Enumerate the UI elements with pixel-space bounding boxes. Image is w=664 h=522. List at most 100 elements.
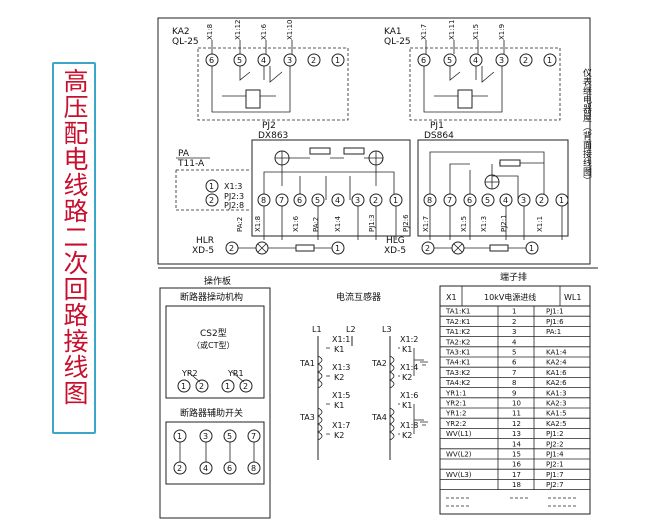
ct-ta3-t2: X1:7 [332,421,350,430]
meter-pj2-model: DX863 [258,131,288,141]
relay-ka2-pin-2: 5 [237,56,242,65]
ct-ta2-k2: K2 [402,373,412,382]
relay-ka1-model: QL-25 [384,37,411,47]
terminal-row-left: TA1:K1 [445,308,470,316]
relay-ka1: KA1 QL-25 X1:7 X1:11 X1:5 X1:9 6 5 4 3 2… [384,19,561,121]
ct-ta3-t1: X1:5 [332,391,350,400]
coil-yr1-name: YR1 [227,369,244,378]
relay-ka2-outline [197,47,349,121]
terminal-row-right: KA2:3 [546,400,567,408]
meter-pj2-pin-8: 1 [393,196,398,205]
terminal-row-right: PJ2:2 [546,440,564,448]
mechanism-title: 断路器操动机构 [180,291,243,303]
terminal-row-left: TA3:K1 [445,349,470,357]
terminal-row-number: 11 [512,410,521,418]
terminal-row-left: TA4:K2 [445,379,470,387]
terminal-block-frame [439,285,591,515]
relay-ka1-term-4: X1:9 [498,24,506,40]
meter-pj2-pin-6: 3 [355,196,360,205]
terminal-header-left: X1 [446,293,457,302]
ct-ta4-k2: K2 [402,431,412,440]
ct-title: 电流互感器 [336,291,381,303]
terminal-row-left: YR1:1 [445,389,466,397]
terminal-header-right: WL1 [564,293,581,302]
operation-panel-frame [159,287,271,519]
meter-pj1-term-3: X1:5 [460,216,468,232]
ct-ta1-t2: X1:3 [332,363,350,372]
terminal-row-right: KA2:5 [546,420,567,428]
relay-ka2-term-1: X1:8 [206,24,214,40]
terminal-row-left: TA3:K2 [445,369,470,377]
meter-pj1: PJ1 DS864 8 7 6 5 4 3 2 1 PJ2:6 X1:7 X1:… [402,121,569,240]
cs-label: CS2型 [200,328,227,339]
relay-ka2-term-4: X1:10 [286,19,294,40]
terminal-row-number: 9 [512,389,516,397]
ammeter-ref-2: PJ2:3 [224,192,244,201]
lamp-hlg-model: XD-5 [384,246,406,256]
ammeter-pa: PA T11-A 1 2 X1:3 PJ2:3 PJ2:8 [175,149,250,211]
relay-ka2-pin-6: 1 [335,56,340,65]
terminal-row-left: WV(L2) [446,451,472,459]
relay-ka1-pin-5: 2 [523,56,528,65]
aux-bottom-2: 4 [203,464,208,473]
ct-ta1-k2: K2 [334,373,344,382]
meter-pj2-pin-3: 6 [297,196,302,205]
aux-bottom-4: 8 [251,464,256,473]
meter-pj2-term-4: PA:2 [312,217,320,232]
lamp-hlr-model: XD-5 [192,246,214,256]
aux-top-4: 7 [251,432,256,441]
terminal-row-left: WV(L1) [446,430,472,438]
terminal-row-number: 3 [512,328,516,336]
meter-pj1-pin-4: 5 [485,196,490,205]
meter-pj1-pin-5: 4 [503,196,508,205]
ammeter-pa-name: PA [178,149,190,159]
operation-panel: 操作板 断路器操动机构 CS2型 （或CT型） YR2 YR1 1 2 1 2 … [159,275,271,519]
aux-switch-title: 断路器辅助开关 [180,407,243,419]
title-box: 高压配电线路二次回路接线图 [52,62,96,434]
diagram-title: 高压配电线路二次回路接线图 [60,68,89,406]
terminal-row-right: KA2:6 [546,379,567,387]
meter-pj2-pin-2: 7 [279,196,284,205]
lamp-hlr: HLR XD-5 2 1 [192,236,345,256]
terminal-row-number: 13 [512,430,521,438]
relay-ka2-model: QL-25 [172,37,199,47]
ct-ta4-t1: X1:6 [400,391,418,400]
upper-frame [157,17,591,265]
lamp-hlr-name: HLR [196,236,214,246]
meter-pj1-pin-3: 6 [467,196,472,205]
terminal-row-right: PJ1:4 [546,451,564,459]
meter-pj2-term-3: X1:6 [292,215,300,232]
terminal-row-number: 5 [512,349,516,357]
ammeter-pin-2: 2 [209,196,214,205]
relay-ka1-pin-6: 1 [547,56,552,65]
meter-pj2-pin-7: 2 [373,196,378,205]
meter-pj1-pin-8: 1 [559,196,564,205]
ct-phase-l2: L2 [346,325,356,334]
terminal-row-right: KA2:4 [546,359,567,367]
terminal-row-right: PA:1 [546,328,561,336]
terminal-row-right: PJ1:6 [546,318,564,326]
meter-pj2-pin-5: 4 [335,196,340,205]
ammeter-ref-1: X1:3 [224,182,242,191]
meter-pj2-term-1: PA:2 [236,217,244,232]
relay-ka2-pin-4: 3 [287,56,292,65]
terminal-row-left: YR1:2 [445,410,466,418]
meter-pj1-term-5: PJ2:1 [500,214,508,232]
relay-ka1-outline [409,47,561,121]
ct-ta4-t2: X1:8 [400,421,418,430]
meter-pj2-name: PJ2 [262,121,276,131]
ammeter-ref-3: PJ2:8 [224,201,244,210]
aux-top-1: 1 [177,432,182,441]
relay-ka2-pin-1: 6 [209,56,214,65]
lamp-hlg-pin-1: 2 [425,244,430,253]
relay-ka1-pin-4: 3 [499,56,504,65]
meter-pj2-outline [251,139,411,237]
meter-pj1-model: DS864 [424,131,454,141]
aux-bottom-1: 2 [177,464,182,473]
terminal-row-right: PJ2:7 [546,481,564,489]
meter-pj1-pin-6: 3 [521,196,526,205]
ct-ta2-t1: X1:2 [400,335,418,344]
aux-top-3: 5 [227,432,232,441]
